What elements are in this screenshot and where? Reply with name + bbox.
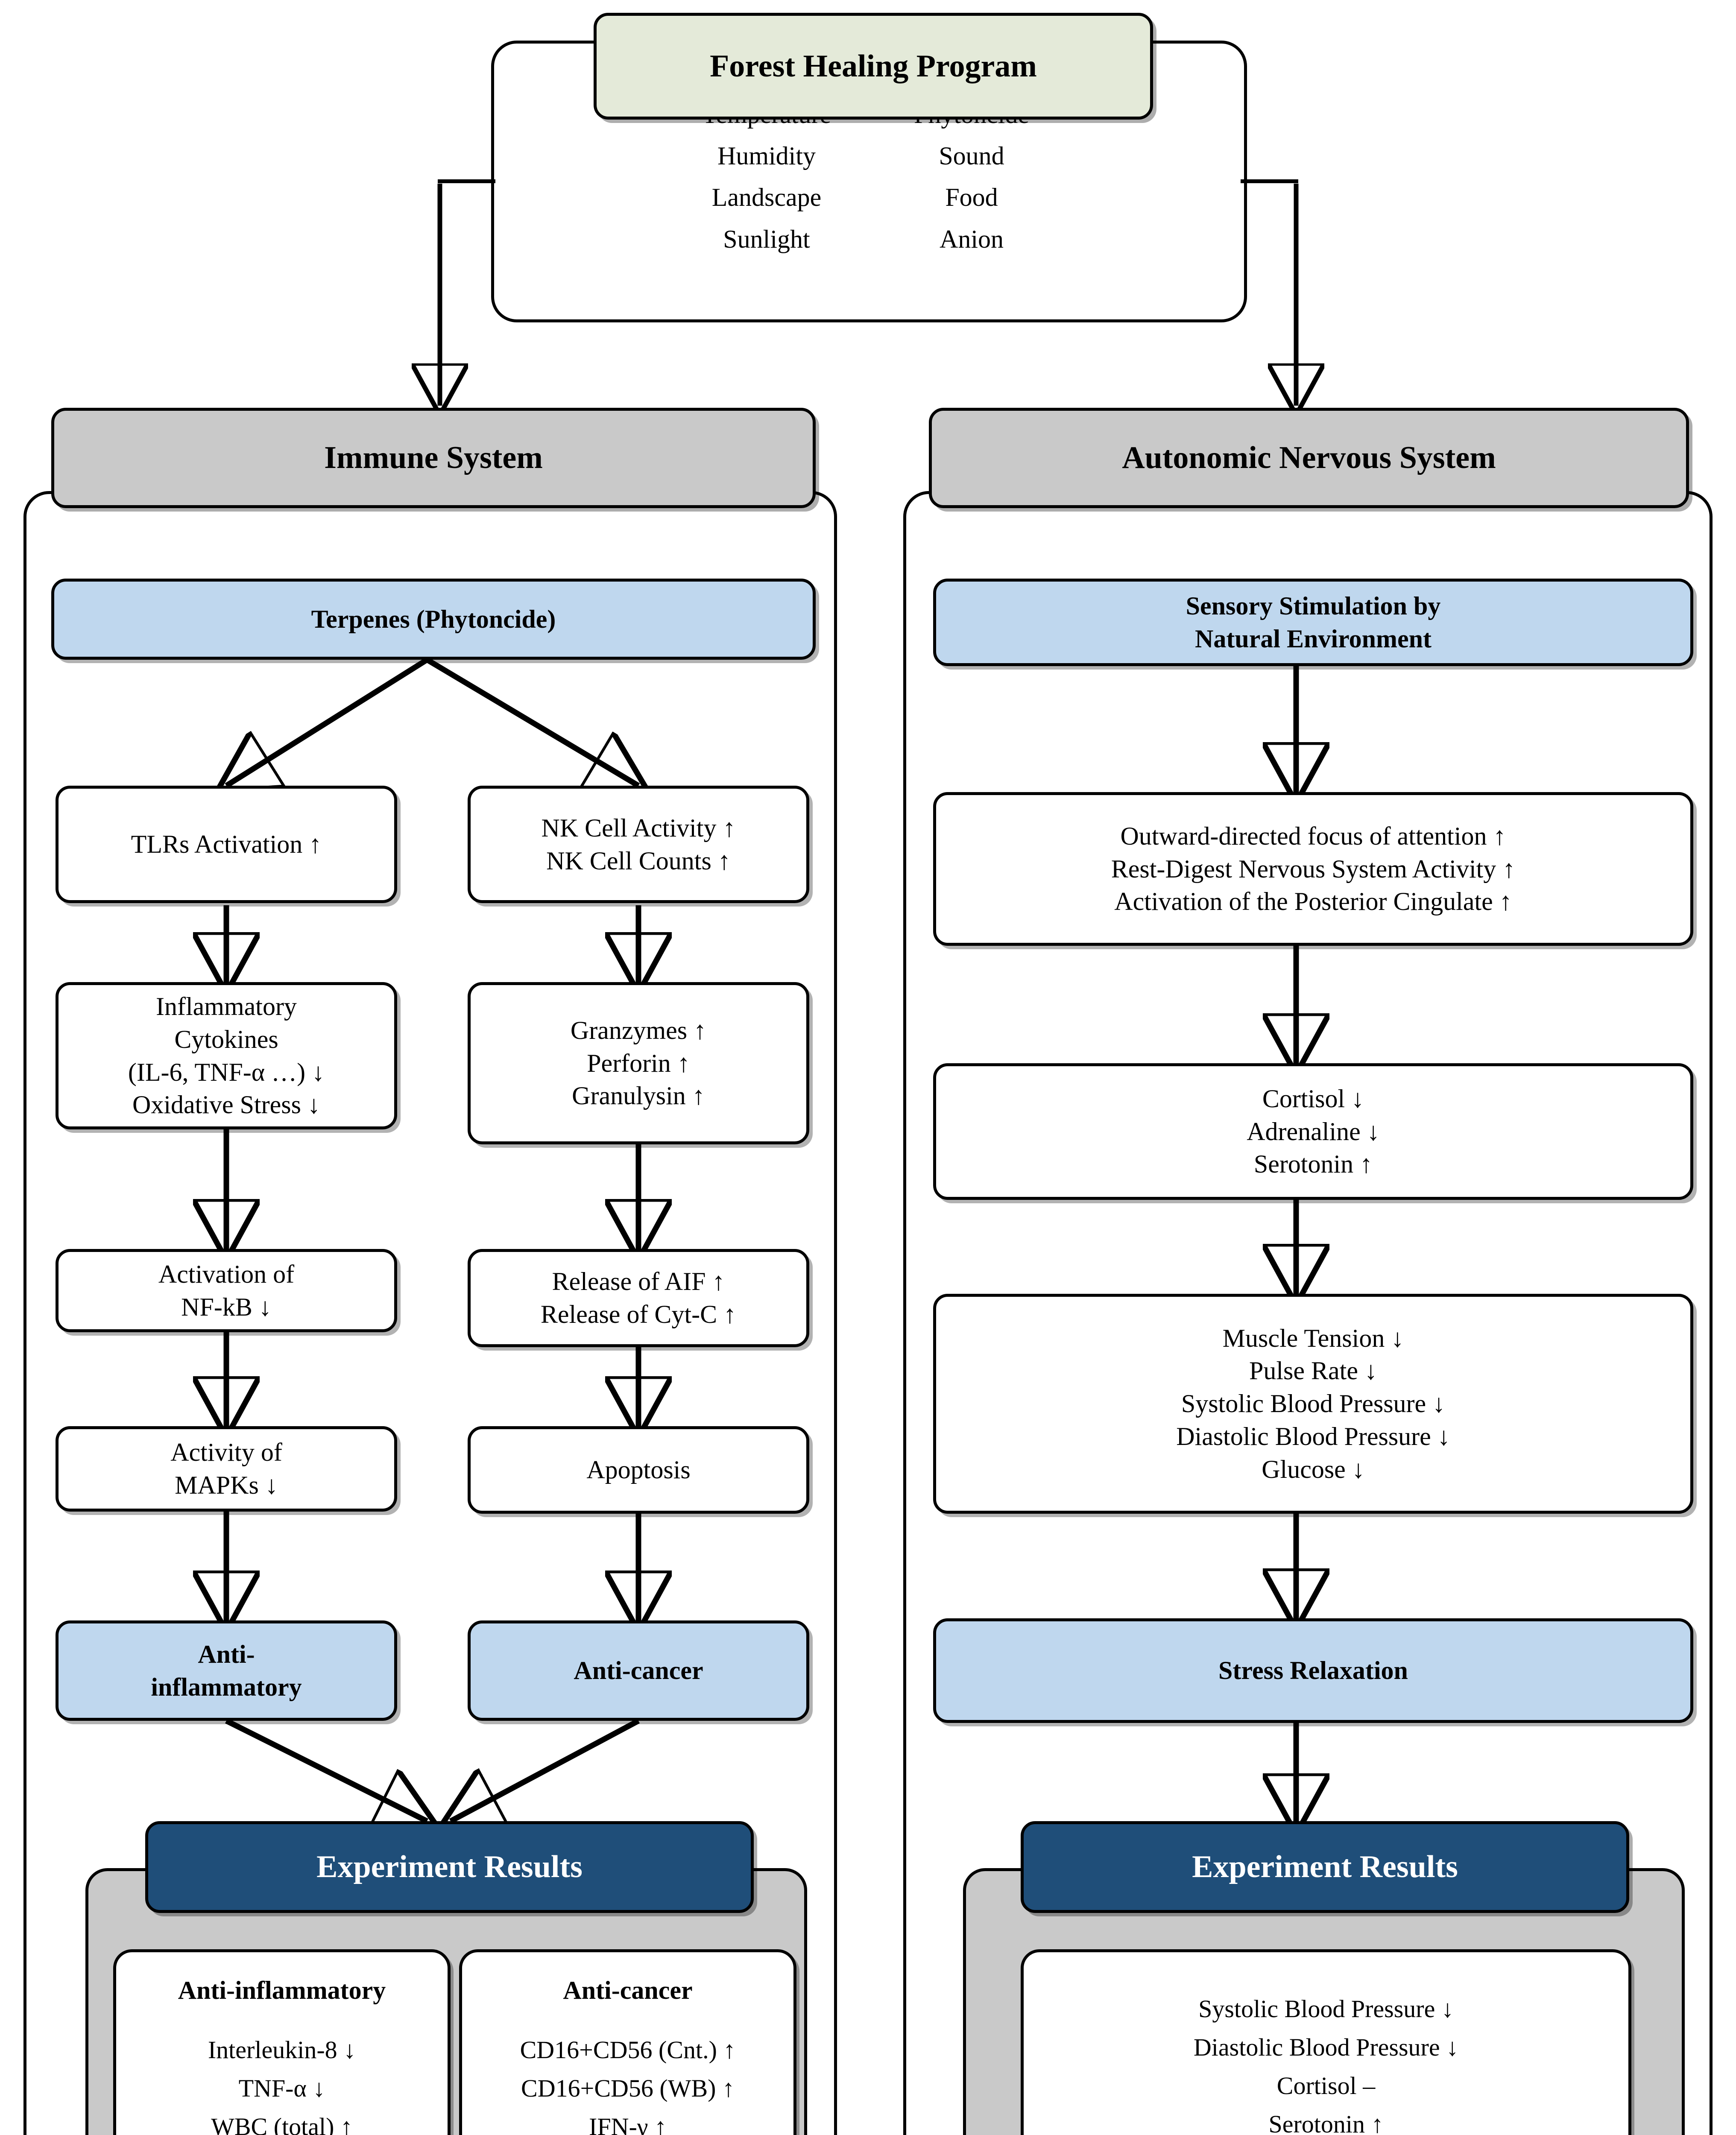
- node-line: (IL-6, TNF-α …) ↓: [128, 1058, 325, 1086]
- terpenes-label: Terpenes (Phytoncide): [311, 605, 556, 633]
- node-line: Anti-cancer: [574, 1656, 703, 1685]
- node-line: Activity of: [170, 1438, 282, 1467]
- node-line: Sensory Stimulation by: [1186, 591, 1441, 620]
- node-line: Diastolic Blood Pressure ↓: [1176, 1422, 1450, 1451]
- node-line: NF-kB ↓: [181, 1293, 272, 1321]
- mapks-activity-node: Activity of MAPKs ↓: [56, 1426, 397, 1512]
- immune-system-title: Immune System: [324, 440, 543, 475]
- autonomic-header-tab: Autonomic Nervous System: [929, 408, 1689, 508]
- node-line: Natural Environment: [1195, 624, 1432, 653]
- result-item: Serotonin ↑: [1268, 2110, 1384, 2135]
- apoptosis-node: Apoptosis: [468, 1426, 809, 1514]
- node-line: Rest-Digest Nervous System Activity ↑: [1111, 854, 1516, 883]
- result-heading: Anti-inflammatory: [178, 1976, 386, 2004]
- node-line: Release of AIF ↑: [552, 1267, 725, 1296]
- release-aif-cytc-node: Release of AIF ↑ Release of Cyt-C ↑: [468, 1249, 809, 1347]
- node-line: Granzymes ↑: [570, 1016, 707, 1044]
- hormones-node: Cortisol ↓ Adrenaline ↓ Serotonin ↑: [933, 1063, 1693, 1200]
- node-line: Systolic Blood Pressure ↓: [1181, 1389, 1446, 1418]
- node-line: Oxidative Stress ↓: [132, 1091, 320, 1119]
- anti-cancer-outcome-node: Anti-cancer: [468, 1620, 809, 1721]
- inflammatory-cytokines-node: Inflammatory Cytokines (IL-6, TNF-α …) ↓…: [56, 982, 397, 1129]
- factor-item: Humidity: [717, 142, 816, 170]
- node-line: Muscle Tension ↓: [1222, 1324, 1404, 1352]
- autonomic-experiment-results-tab: Experiment Results: [1021, 1821, 1629, 1913]
- node-line: Stress Relaxation: [1218, 1656, 1408, 1685]
- tlrs-activation-node: TLRs Activation ↑: [56, 786, 397, 903]
- result-item: Interleukin-8 ↓: [208, 2036, 356, 2064]
- terpenes-node: Terpenes (Phytoncide): [51, 579, 816, 660]
- node-line: Anti-: [198, 1640, 255, 1668]
- granzymes-node: Granzymes ↑ Perforin ↑ Granulysin ↑: [468, 982, 809, 1144]
- immune-results-title: Experiment Results: [316, 1849, 583, 1884]
- node-line: Pulse Rate ↓: [1249, 1357, 1377, 1385]
- node-line: Apoptosis: [586, 1456, 691, 1484]
- node-line: Activation of: [158, 1260, 295, 1288]
- nk-cell-node: NK Cell Activity ↑ NK Cell Counts ↑: [468, 786, 809, 903]
- page-title: Forest Healing Program: [710, 48, 1037, 84]
- node-line: Activation of the Posterior Cingulate ↑: [1114, 887, 1512, 916]
- immune-result-box-anti-cancer: Anti-cancer CD16+CD56 (Cnt.) ↑ CD16+CD56…: [459, 1949, 796, 2135]
- node-line: Release of Cyt-C ↑: [540, 1300, 737, 1328]
- factor-item: Landscape: [711, 183, 822, 212]
- node-line: Glucose ↓: [1262, 1455, 1365, 1483]
- result-item: Systolic Blood Pressure ↓: [1198, 1995, 1454, 2023]
- sensory-stimulation-node: Sensory Stimulation by Natural Environme…: [933, 579, 1693, 666]
- node-line: TLRs Activation ↑: [131, 830, 322, 859]
- immune-system-header-tab: Immune System: [51, 408, 816, 508]
- node-line: MAPKs ↓: [175, 1471, 278, 1499]
- factor-item: Food: [945, 183, 998, 212]
- result-item: WBC (total) ↑: [211, 2112, 353, 2135]
- bridge-left: [438, 179, 495, 183]
- autonomic-title: Autonomic Nervous System: [1122, 440, 1496, 475]
- immune-result-box-anti-inflammatory: Anti-inflammatory Interleukin-8 ↓ TNF-α …: [113, 1949, 451, 2135]
- node-line: Serotonin ↑: [1253, 1150, 1373, 1179]
- result-item: CD16+CD56 (WB) ↑: [521, 2074, 735, 2102]
- factor-item: Sunlight: [723, 225, 810, 253]
- node-line: Inflammatory: [156, 992, 297, 1021]
- anti-inflammatory-outcome-node: Anti- inflammatory: [56, 1620, 397, 1721]
- stress-relaxation-node: Stress Relaxation: [933, 1618, 1693, 1723]
- node-line: Perforin ↑: [587, 1049, 690, 1077]
- node-line: NK Cell Activity ↑: [541, 813, 736, 842]
- result-item: IFN-γ ↑: [589, 2112, 667, 2135]
- node-line: Cytokines: [174, 1025, 278, 1053]
- result-item: Diastolic Blood Pressure ↓: [1193, 2033, 1459, 2062]
- node-line: Cortisol ↓: [1262, 1084, 1364, 1113]
- immune-experiment-results-tab: Experiment Results: [145, 1821, 754, 1913]
- program-title-tab: Forest Healing Program: [594, 13, 1153, 120]
- result-item: TNF-α ↓: [238, 2074, 325, 2102]
- autonomic-result-box: Systolic Blood Pressure ↓ Diastolic Bloo…: [1021, 1949, 1631, 2135]
- autonomic-results-title: Experiment Results: [1192, 1849, 1458, 1884]
- attention-activity-node: Outward-directed focus of attention ↑ Re…: [933, 792, 1693, 946]
- result-item: Cortisol –: [1276, 2072, 1376, 2100]
- result-heading: Anti-cancer: [563, 1976, 693, 2004]
- node-line: NK Cell Counts ↑: [546, 846, 731, 875]
- node-line: inflammatory: [151, 1673, 302, 1701]
- physiological-measures-node: Muscle Tension ↓ Pulse Rate ↓ Systolic B…: [933, 1294, 1693, 1514]
- result-item: CD16+CD56 (Cnt.) ↑: [520, 2036, 736, 2064]
- nfkb-activation-node: Activation of NF-kB ↓: [56, 1249, 397, 1332]
- factor-item: Sound: [939, 142, 1004, 170]
- node-line: Adrenaline ↓: [1247, 1117, 1380, 1146]
- node-line: Granulysin ↑: [572, 1082, 705, 1110]
- factor-item: Anion: [940, 225, 1004, 253]
- bridge-right: [1241, 179, 1298, 183]
- node-line: Outward-directed focus of attention ↑: [1120, 822, 1506, 850]
